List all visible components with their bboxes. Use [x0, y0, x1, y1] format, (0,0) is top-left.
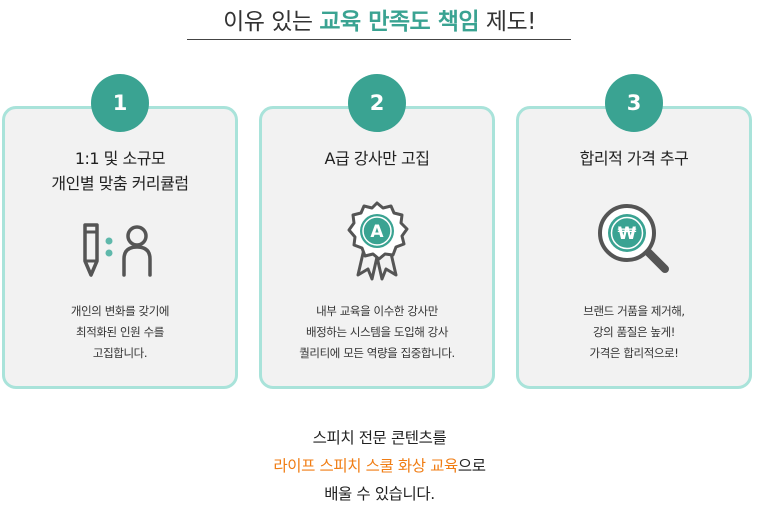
step-number-badge-2: 2 [348, 74, 406, 132]
feature-card-2: A급 강사만 고집 A 내부 교육을 이수한 강사만 배정하는 시스템을 도입해… [259, 106, 495, 389]
pencil-person-icon [79, 221, 161, 285]
card-desc-line: 최적화된 인원 수를 [76, 325, 164, 339]
step-number-badge-3: 3 [605, 74, 663, 132]
won-magnifier-icon: ₩ [595, 201, 673, 281]
heading-highlight: 교육 만족도 책임 [319, 9, 480, 35]
section-heading: 이유 있는 교육 만족도 책임 제도! [0, 2, 759, 36]
card-desc-line: 가격은 합리적으로! [589, 346, 679, 360]
card-description: 내부 교육을 이수한 강사만 배정하는 시스템을 도입해 강사 퀄리티에 모든 … [262, 301, 492, 364]
card-desc-line: 브랜드 거품을 제거해, [583, 304, 685, 318]
heading-suffix: 제도! [479, 9, 537, 35]
card-title-line: 개인별 맞춤 커리큘럼 [51, 174, 189, 193]
card-title: A급 강사만 고집 [262, 146, 492, 171]
card-title-line: 합리적 가격 추구 [579, 149, 689, 168]
card-title: 1:1 및 소규모 개인별 맞춤 커리큘럼 [5, 146, 235, 196]
card-desc-line: 퀄리티에 모든 역량을 집중합니다. [299, 346, 455, 360]
card-description: 브랜드 거품을 제거해, 강의 품질은 높게! 가격은 합리적으로! [519, 301, 749, 364]
bottom-line-suffix: 으로 [457, 457, 486, 475]
card-desc-line: 배정하는 시스템을 도입해 강사 [305, 325, 449, 339]
bottom-line: 라이프 스피치 스쿨 화상 교육으로 [0, 452, 759, 480]
card-description: 개인의 변화를 갖기에 최적화된 인원 수를 고집합니다. [5, 301, 235, 364]
heading-prefix: 이유 있는 [223, 9, 320, 35]
card-desc-line: 고집합니다. [92, 346, 148, 360]
bottom-highlight: 라이프 스피치 스쿨 화상 교육 [273, 457, 458, 475]
card-title-line: 1:1 및 소규모 [74, 149, 166, 168]
bottom-line: 배울 수 있습니다. [324, 485, 435, 503]
feature-card-3: 합리적 가격 추구 ₩ 브랜드 거품을 제거해, 강의 품질은 높게! 가격은 … [516, 106, 752, 389]
card-title: 합리적 가격 추구 [519, 146, 749, 171]
heading-underline [187, 39, 571, 40]
bottom-line: 스피치 전문 콘텐츠를 [312, 429, 447, 447]
card-desc-line: 강의 품질은 높게! [593, 325, 675, 339]
won-symbol: ₩ [618, 224, 637, 244]
card-desc-line: 개인의 변화를 갖기에 [70, 304, 170, 318]
bottom-message: 스피치 전문 콘텐츠를 라이프 스피치 스쿨 화상 교육으로 배울 수 있습니다… [0, 424, 759, 508]
award-badge-icon: A [342, 199, 412, 287]
feature-card-1: 1:1 및 소규모 개인별 맞춤 커리큘럼 개인의 변화를 갖기에 최적화된 인… [2, 106, 238, 389]
card-desc-line: 내부 교육을 이수한 강사만 [316, 304, 438, 318]
step-number-badge-1: 1 [91, 74, 149, 132]
card-title-line: A급 강사만 고집 [324, 149, 430, 168]
badge-letter: A [370, 222, 384, 242]
